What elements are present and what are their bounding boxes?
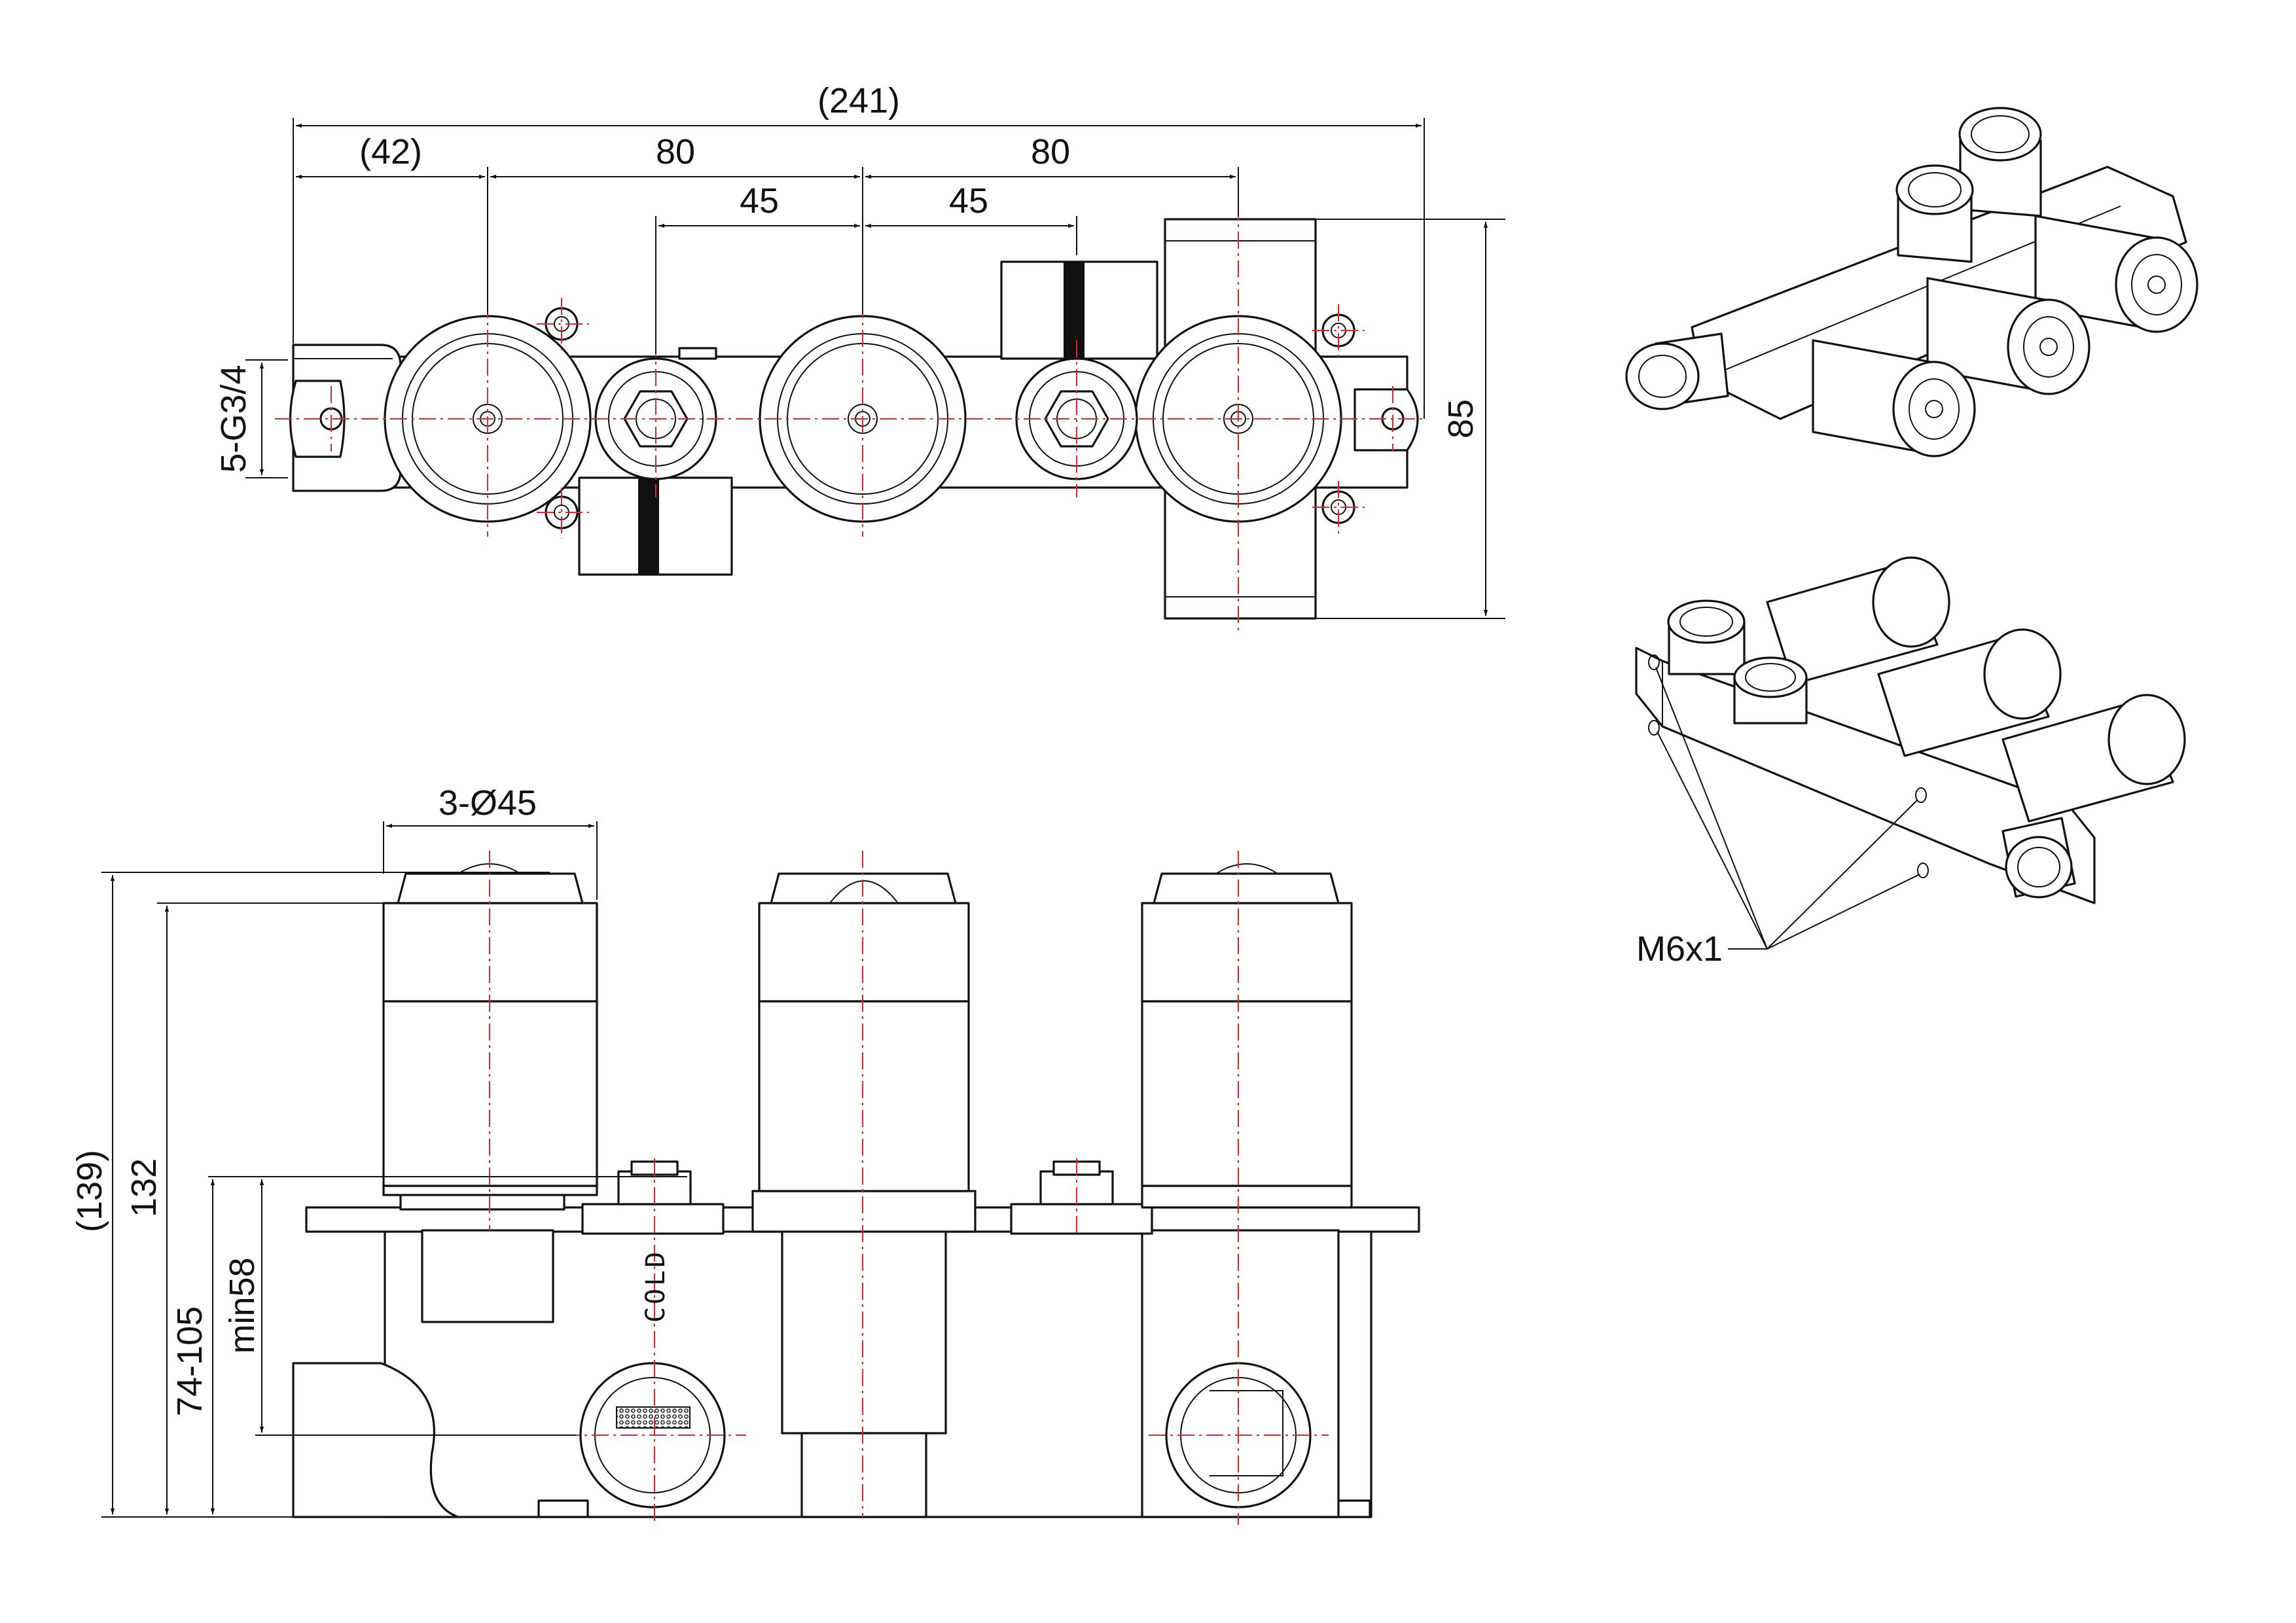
dim-cap-diameter: 3-Ø45	[439, 783, 537, 823]
dim-overall-width: (241)	[817, 81, 900, 120]
dim-stop-pitch-right: 45	[949, 181, 988, 221]
front-stop-nut-left	[581, 1160, 725, 1235]
m6x1-callout: M6x1	[1636, 929, 1723, 969]
dim-install-range: 74-105	[170, 1306, 209, 1416]
front-knob-left	[382, 863, 598, 1211]
iso2-right-outlet	[2001, 817, 2076, 899]
dim-depth-to-cap: 132	[124, 1158, 164, 1217]
dim-overall-depth: (139)	[70, 1150, 109, 1232]
front-left-inlet	[292, 1362, 459, 1518]
iso1-top-ports	[1895, 107, 2042, 263]
iso2-cartridges	[1766, 556, 2186, 823]
front-knob-right	[1141, 863, 1353, 1209]
plan-view: (241) (42) 80 80 45 45 5-G3/4 85	[214, 81, 1505, 632]
front-stop-nut-right	[1010, 1160, 1153, 1235]
dim-stop-pitch-left: 45	[740, 181, 779, 221]
cold-stamp: COLD	[641, 1249, 671, 1323]
front-knob-center	[751, 872, 977, 1233]
dim-min-depth: min58	[223, 1257, 262, 1353]
iso-view-rear: M6x1	[1635, 556, 2186, 969]
dim-left-offset: (42)	[359, 132, 422, 171]
iso2-top-ports	[1667, 599, 1808, 724]
front-center-lower-block	[800, 1432, 927, 1518]
m6x1-leaders	[1655, 667, 1920, 950]
iso1-cartridges	[1812, 215, 2198, 457]
dim-center-pitch-left: 80	[656, 132, 695, 171]
dim-inlet-thread: 5-G3/4	[214, 365, 253, 473]
plan-centerlines	[275, 203, 1427, 632]
front-dimensions	[101, 821, 687, 1518]
iso2-mounting-holes	[1648, 654, 1929, 878]
front-view: COLD 3-Ø45 (139) 132 74-105 min58	[70, 783, 1420, 1525]
front-centerlines	[489, 851, 1329, 1525]
dim-center-pitch-right: 80	[1031, 132, 1070, 171]
iso-view-front	[1625, 107, 2198, 457]
front-center-spindle-block	[781, 1229, 947, 1435]
dim-body-height: 85	[1441, 399, 1480, 438]
iso1-left-inlet	[1625, 332, 1729, 410]
front-left-housing-block	[421, 1229, 554, 1323]
plan-dimensions	[245, 118, 1505, 619]
